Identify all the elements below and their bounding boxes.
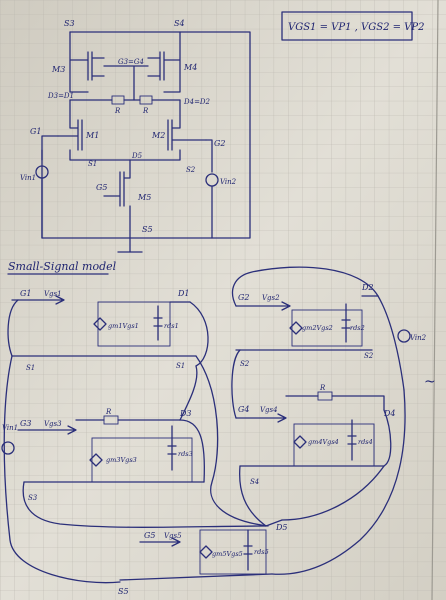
b2-s-label: S2 xyxy=(240,360,250,368)
label-vin2: Vin2 xyxy=(220,178,237,186)
label-s5: S5 xyxy=(142,225,153,234)
b1-cs-label: gm1Vgs1 xyxy=(108,322,139,330)
block-1: G1 Vgs1 D1 gm1Vgs1 rds1 S1 S1 xyxy=(11,289,197,372)
b2-rd-label: rds2 xyxy=(350,324,365,332)
b1-s-out-label: S1 xyxy=(176,362,185,370)
vin2-source-label: Vin2 xyxy=(410,334,427,342)
label-r-left: R xyxy=(114,107,121,115)
block-4: G4 Vgs4 R D4 gm4Vgs4 rds4 S4 xyxy=(235,384,396,486)
block-3: G3 Vgs3 R D3 gm3Vgs3 rds3 S3 xyxy=(17,408,205,502)
b3-d-label: D3 xyxy=(179,409,192,418)
b2-g-label: G2 xyxy=(238,293,249,302)
b2-d-label: D2 xyxy=(361,283,374,292)
label-g3g4: G3=G4 xyxy=(118,58,144,66)
b3-s-label: S3 xyxy=(28,494,38,502)
b5-d-label: D5 xyxy=(275,523,288,532)
b4-r-label: R xyxy=(319,384,326,392)
b3-r-label: R xyxy=(105,408,112,416)
block-2: G2 Vgs2 D2 gm2Vgs2 rds2 S2 S2 xyxy=(235,283,379,368)
label-s4: S4 xyxy=(174,19,185,28)
transistor-schematic: S3 S4 M3 M4 G3=G4 D3=D1 D4=D2 R R G1 M1 … xyxy=(20,19,251,253)
b3-cs-label: gm3Vgs3 xyxy=(106,456,137,464)
label-g1: G1 xyxy=(30,127,41,136)
b2-cs-label: gm2Vgs2 xyxy=(302,324,333,332)
b1-g-label: G1 xyxy=(20,289,31,298)
b2-s-out-label: S2 xyxy=(364,352,374,360)
b3-g-label: G3 xyxy=(20,419,31,428)
b4-g-label: G4 xyxy=(238,405,249,414)
label-s1: S1 xyxy=(88,160,97,168)
vin1-source-label: Vin1 xyxy=(2,424,18,432)
b5-s-label: S5 xyxy=(118,587,129,596)
label-d3d1: D3=D1 xyxy=(47,92,74,100)
label-m5: M5 xyxy=(137,193,151,202)
label-g5: G5 xyxy=(96,183,107,192)
b3-rd-label: rds3 xyxy=(178,450,193,458)
label-m4: M4 xyxy=(183,63,197,72)
label-g2: G2 xyxy=(214,139,225,148)
b4-rd-label: rds4 xyxy=(358,438,373,446)
tilde-mark: ~ xyxy=(424,374,436,390)
b1-vgs-label: Vgs1 xyxy=(44,290,62,298)
page-edge xyxy=(431,0,439,600)
label-s3: S3 xyxy=(64,19,75,28)
b4-d-label: D4 xyxy=(383,409,396,418)
label-m3: M3 xyxy=(51,65,65,74)
small-signal-title: Small-Signal model xyxy=(8,260,117,273)
label-r-right: R xyxy=(142,107,149,115)
label-s2: S2 xyxy=(186,166,196,174)
b3-vgs-label: Vgs3 xyxy=(44,420,62,428)
b5-g-label: G5 xyxy=(144,531,155,540)
b2-vgs-label: Vgs2 xyxy=(262,294,280,302)
b4-s-label: S4 xyxy=(250,478,259,486)
label-m1: M1 xyxy=(85,131,99,140)
b4-cs-label: gm4Vgs4 xyxy=(308,438,339,446)
block-5: G5 Vgs5 D5 gm5Vgs5 rds5 S5 xyxy=(118,519,288,596)
b4-vgs-label: Vgs4 xyxy=(260,406,278,414)
label-vin1: Vin1 xyxy=(20,174,36,182)
equation-box: VGS1 = VP1 , VGS2 = VP2 xyxy=(281,11,424,41)
equation-text: VGS1 = VP1 , VGS2 = VP2 xyxy=(288,22,424,33)
b1-rd-label: rds1 xyxy=(164,322,179,330)
b1-d-label: D1 xyxy=(177,289,190,298)
b5-vgs-label: Vgs5 xyxy=(164,532,182,540)
label-d5: D5 xyxy=(131,152,143,160)
interconnect-wires xyxy=(1,266,411,584)
b1-s-label: S1 xyxy=(26,364,35,372)
b5-rd-label: rds5 xyxy=(254,548,269,556)
label-m2: M2 xyxy=(151,131,165,140)
b5-cs-label: gm5Vgs5 xyxy=(212,550,243,558)
label-d4d2: D4=D2 xyxy=(183,98,211,106)
